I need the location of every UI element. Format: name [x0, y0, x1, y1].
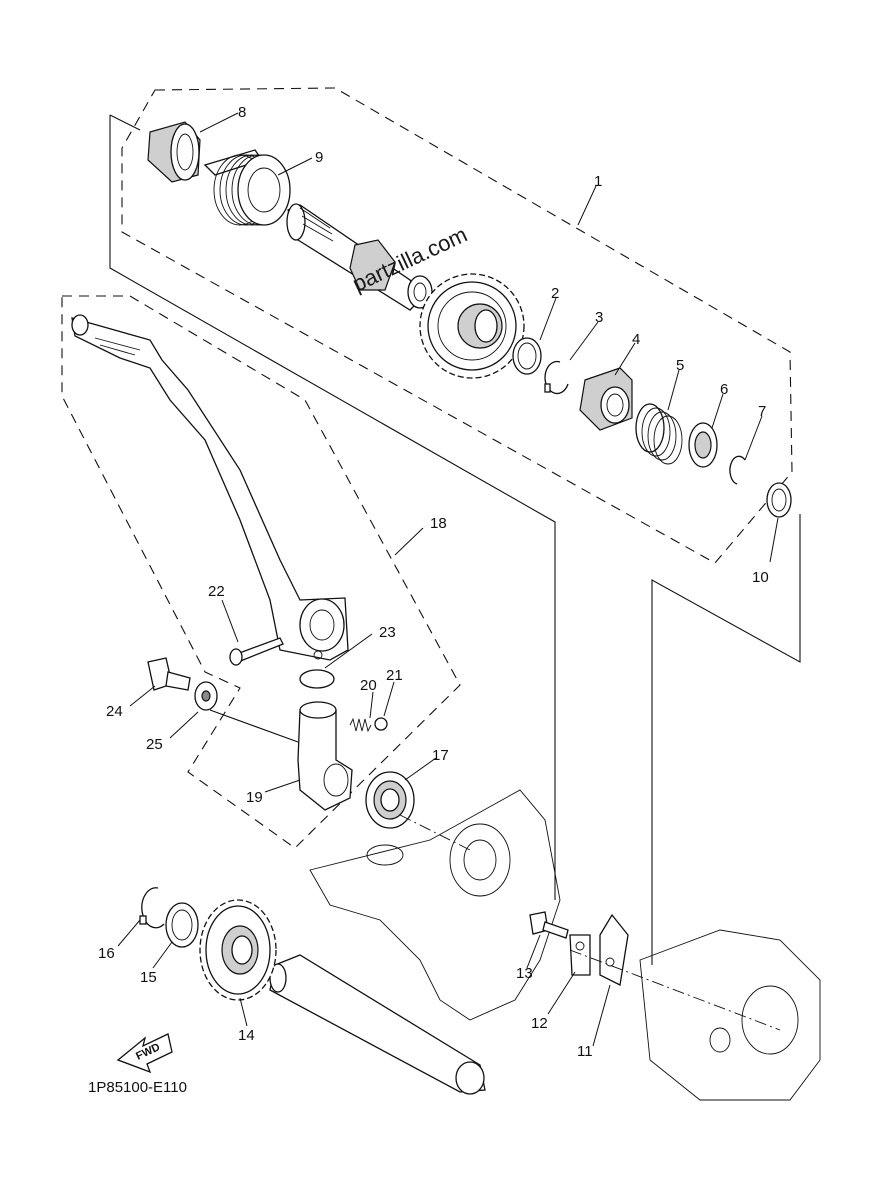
- drawing-code: 1P85100-E110: [88, 1079, 187, 1096]
- callout-4: 4: [632, 331, 640, 348]
- plate-11-part[interactable]: [599, 913, 629, 986]
- callout-24: 24: [106, 703, 123, 720]
- washer-2-part[interactable]: [512, 337, 542, 375]
- callout-5: 5: [676, 357, 684, 374]
- kick-boss-part[interactable]: [297, 701, 353, 811]
- callout-17: 17: [432, 747, 449, 764]
- callout-25: 25: [146, 736, 163, 753]
- callout-8: 8: [238, 104, 246, 121]
- callout-10: 10: [752, 569, 769, 586]
- kick-crank-part[interactable]: [71, 314, 349, 661]
- washer-6-part[interactable]: [688, 422, 718, 468]
- callout-14: 14: [238, 1027, 255, 1044]
- callout-13: 13: [516, 965, 533, 982]
- plate-12-part[interactable]: [569, 934, 591, 976]
- callout-23: 23: [379, 624, 396, 641]
- callout-15: 15: [140, 969, 157, 986]
- ratchet-part[interactable]: [579, 367, 633, 431]
- center-lines: [399, 814, 781, 1031]
- bushing-part[interactable]: [147, 121, 201, 183]
- fwd-arrow-icon: FWD: [116, 1033, 173, 1074]
- callout-7: 7: [758, 403, 766, 420]
- o-ring-part[interactable]: [299, 669, 335, 689]
- callout-6: 6: [720, 381, 728, 398]
- ratchet-spring-part[interactable]: [635, 403, 683, 465]
- washer-25-part[interactable]: [194, 681, 218, 711]
- leader-lines: [117, 112, 779, 1047]
- callout-3: 3: [595, 309, 603, 326]
- circlip-7-part[interactable]: [729, 455, 746, 485]
- bolt-24-part[interactable]: [147, 657, 191, 691]
- screw-22-part[interactable]: [229, 637, 284, 666]
- circlip-3-part[interactable]: [544, 360, 569, 395]
- kick-gear-part[interactable]: [419, 273, 525, 379]
- circlip-16-part[interactable]: [139, 887, 165, 929]
- callout-1: 1: [594, 173, 602, 190]
- kick-spring-part[interactable]: [203, 149, 291, 226]
- callout-2: 2: [551, 285, 559, 302]
- callout-18: 18: [430, 515, 447, 532]
- ball-21-part[interactable]: [374, 717, 388, 731]
- washer-15-part[interactable]: [165, 902, 199, 948]
- kick-axle-part[interactable]: [286, 203, 433, 311]
- callout-9: 9: [315, 149, 323, 166]
- crankcase-outline: [309, 789, 821, 1101]
- bolt-13-part[interactable]: [529, 911, 569, 939]
- spring-20-part[interactable]: [349, 717, 372, 733]
- idle-gear-part[interactable]: [199, 899, 277, 1001]
- callout-labels: 8 9 1 2 3 4 5 6 7 10 18 22 23 20 21 24 2…: [98, 104, 769, 1060]
- callout-22: 22: [208, 583, 225, 600]
- idle-shaft-part[interactable]: [269, 954, 486, 1095]
- callout-21: 21: [386, 667, 403, 684]
- oil-seal-part[interactable]: [365, 771, 415, 829]
- callout-16: 16: [98, 945, 115, 962]
- callout-11: 11: [577, 1043, 593, 1060]
- callout-19: 19: [246, 789, 263, 806]
- callout-20: 20: [360, 677, 377, 694]
- assembly-outlines: [61, 87, 801, 965]
- callout-12: 12: [531, 1015, 548, 1032]
- washer-10-part[interactable]: [766, 482, 792, 518]
